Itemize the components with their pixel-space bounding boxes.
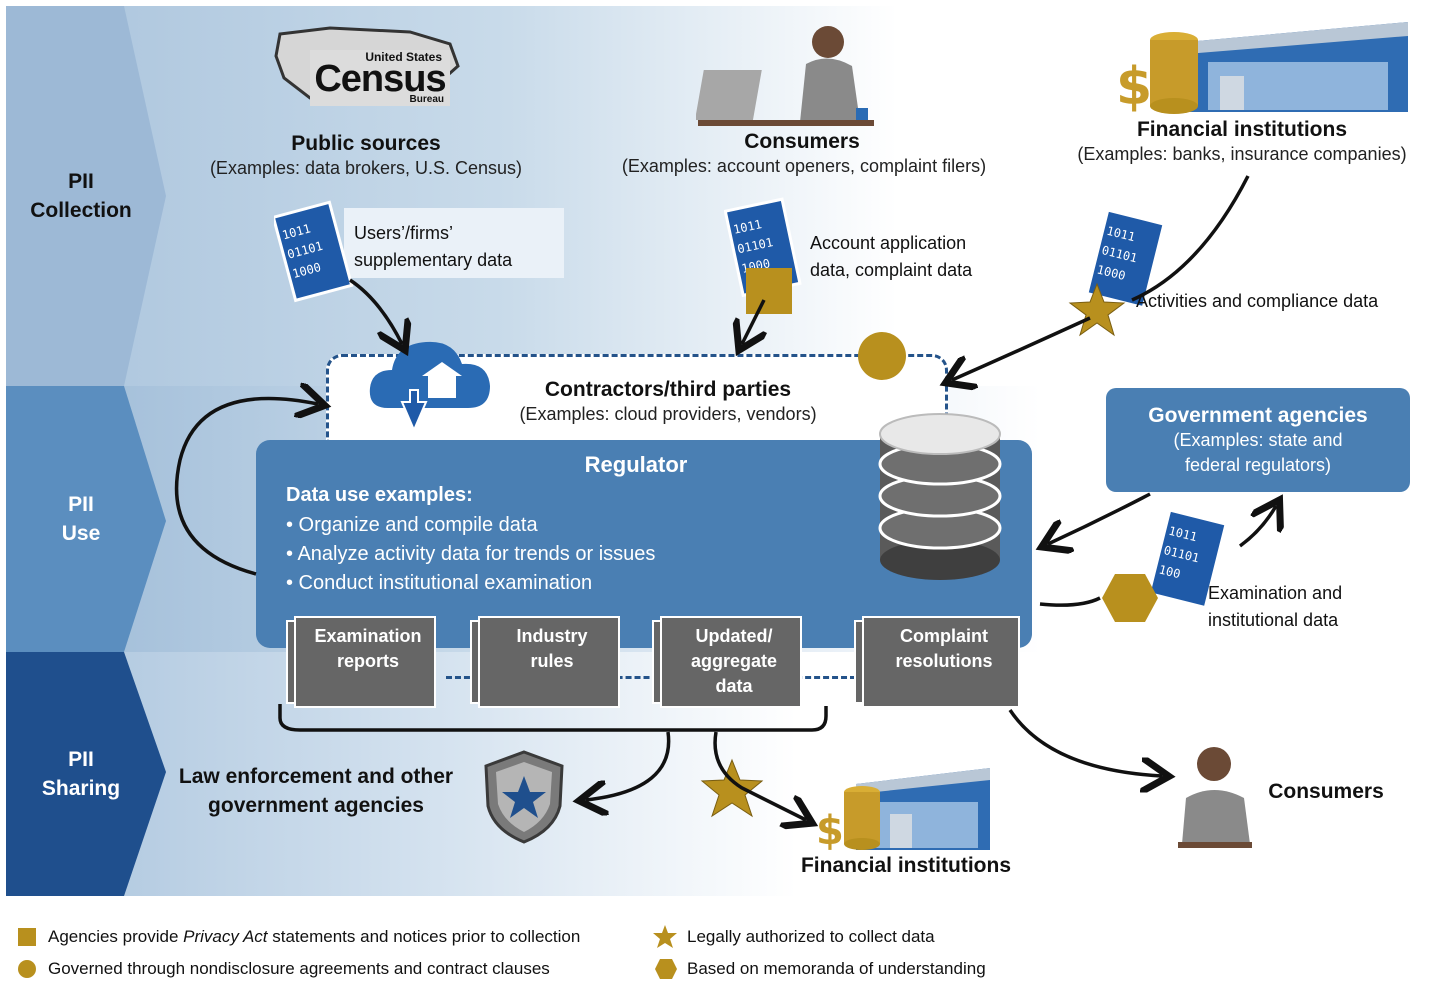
regulator-item: • Conduct institutional examination — [286, 572, 593, 594]
legend-hexagon-icon — [655, 959, 677, 979]
regulator-subtitle: Data use examples: — [286, 484, 473, 506]
regulator-item: • Organize and compile data — [286, 514, 538, 536]
government-agencies-box: Government agencies (Examples: state and… — [1106, 388, 1410, 492]
privacy-act-square-icon — [746, 268, 792, 314]
stage-chevrons — [6, 6, 166, 896]
contractors-title: Contractors/third parties — [544, 378, 792, 401]
shield-star-icon — [484, 750, 564, 844]
legend-star-icon — [653, 925, 677, 948]
financial-top-title: Financial institutions — [1136, 118, 1347, 141]
svg-text:$: $ — [816, 808, 844, 854]
examination-data-label: Examination and institutional data — [1208, 583, 1343, 630]
financial-bottom-title: Financial institutions — [800, 854, 1011, 877]
person-consumer-icon — [1168, 747, 1260, 848]
account-data-label: Account application data, complaint data — [810, 233, 973, 280]
supplementary-data-label: Users’/firms’ supplementary data — [354, 223, 513, 270]
public-sources-sub: (Examples: data brokers, U.S. Census) — [209, 158, 523, 178]
financial-top-sub: (Examples: banks, insurance companies) — [1077, 144, 1407, 164]
legend-square-text: Agencies provide Privacy Act statements … — [48, 927, 581, 946]
activities-data-label: Activities and compliance data — [1136, 291, 1379, 311]
legend-square-icon — [18, 928, 36, 946]
legend-circle-text: Governed through nondisclosure agreement… — [48, 959, 550, 978]
legally-authorized-star-icon — [1068, 282, 1126, 337]
bank-coins-icon: $ — [1116, 22, 1408, 114]
census-logo: United States Census Bureau — [310, 50, 450, 106]
consumers-top-sub: (Examples: account openers, complaint fi… — [621, 156, 987, 176]
person-laptop-icon — [696, 26, 874, 126]
cloud-upload-icon — [369, 341, 490, 433]
legend-star-text: Legally authorized to collect data — [687, 927, 935, 946]
svg-text:100: 100 — [1157, 562, 1181, 581]
legend-hexagon-text: Based on memoranda of understanding — [687, 959, 986, 978]
mou-hexagon-icon — [1102, 574, 1158, 622]
consumers-bottom-title: Consumers — [1268, 780, 1384, 803]
legend-circle-icon — [18, 960, 36, 978]
svg-text:1011: 1011 — [1167, 524, 1198, 545]
regulator-title: Regulator — [584, 452, 688, 477]
bank-coins-icon: $ — [816, 768, 990, 854]
nondisclosure-circle-icon — [858, 332, 906, 380]
government-title: Government agencies — [1148, 404, 1368, 427]
consumers-top-title: Consumers — [744, 130, 860, 153]
svg-text:1011: 1011 — [732, 217, 763, 237]
svg-text:$: $ — [1116, 57, 1152, 114]
output-dashed-line — [446, 676, 856, 679]
legally-authorized-star-icon — [700, 758, 764, 818]
svg-text:1000: 1000 — [1095, 262, 1126, 283]
database-icon — [878, 413, 1002, 580]
svg-text:1011: 1011 — [1105, 224, 1136, 245]
contractors-sub: (Examples: cloud providers, vendors) — [519, 404, 817, 424]
regulator-item: • Analyze activity data for trends or is… — [286, 543, 656, 565]
law-enforcement-label: Law enforcement and other government age… — [178, 765, 454, 817]
supplementary-data-box — [344, 208, 564, 278]
public-sources-title: Public sources — [291, 132, 441, 155]
